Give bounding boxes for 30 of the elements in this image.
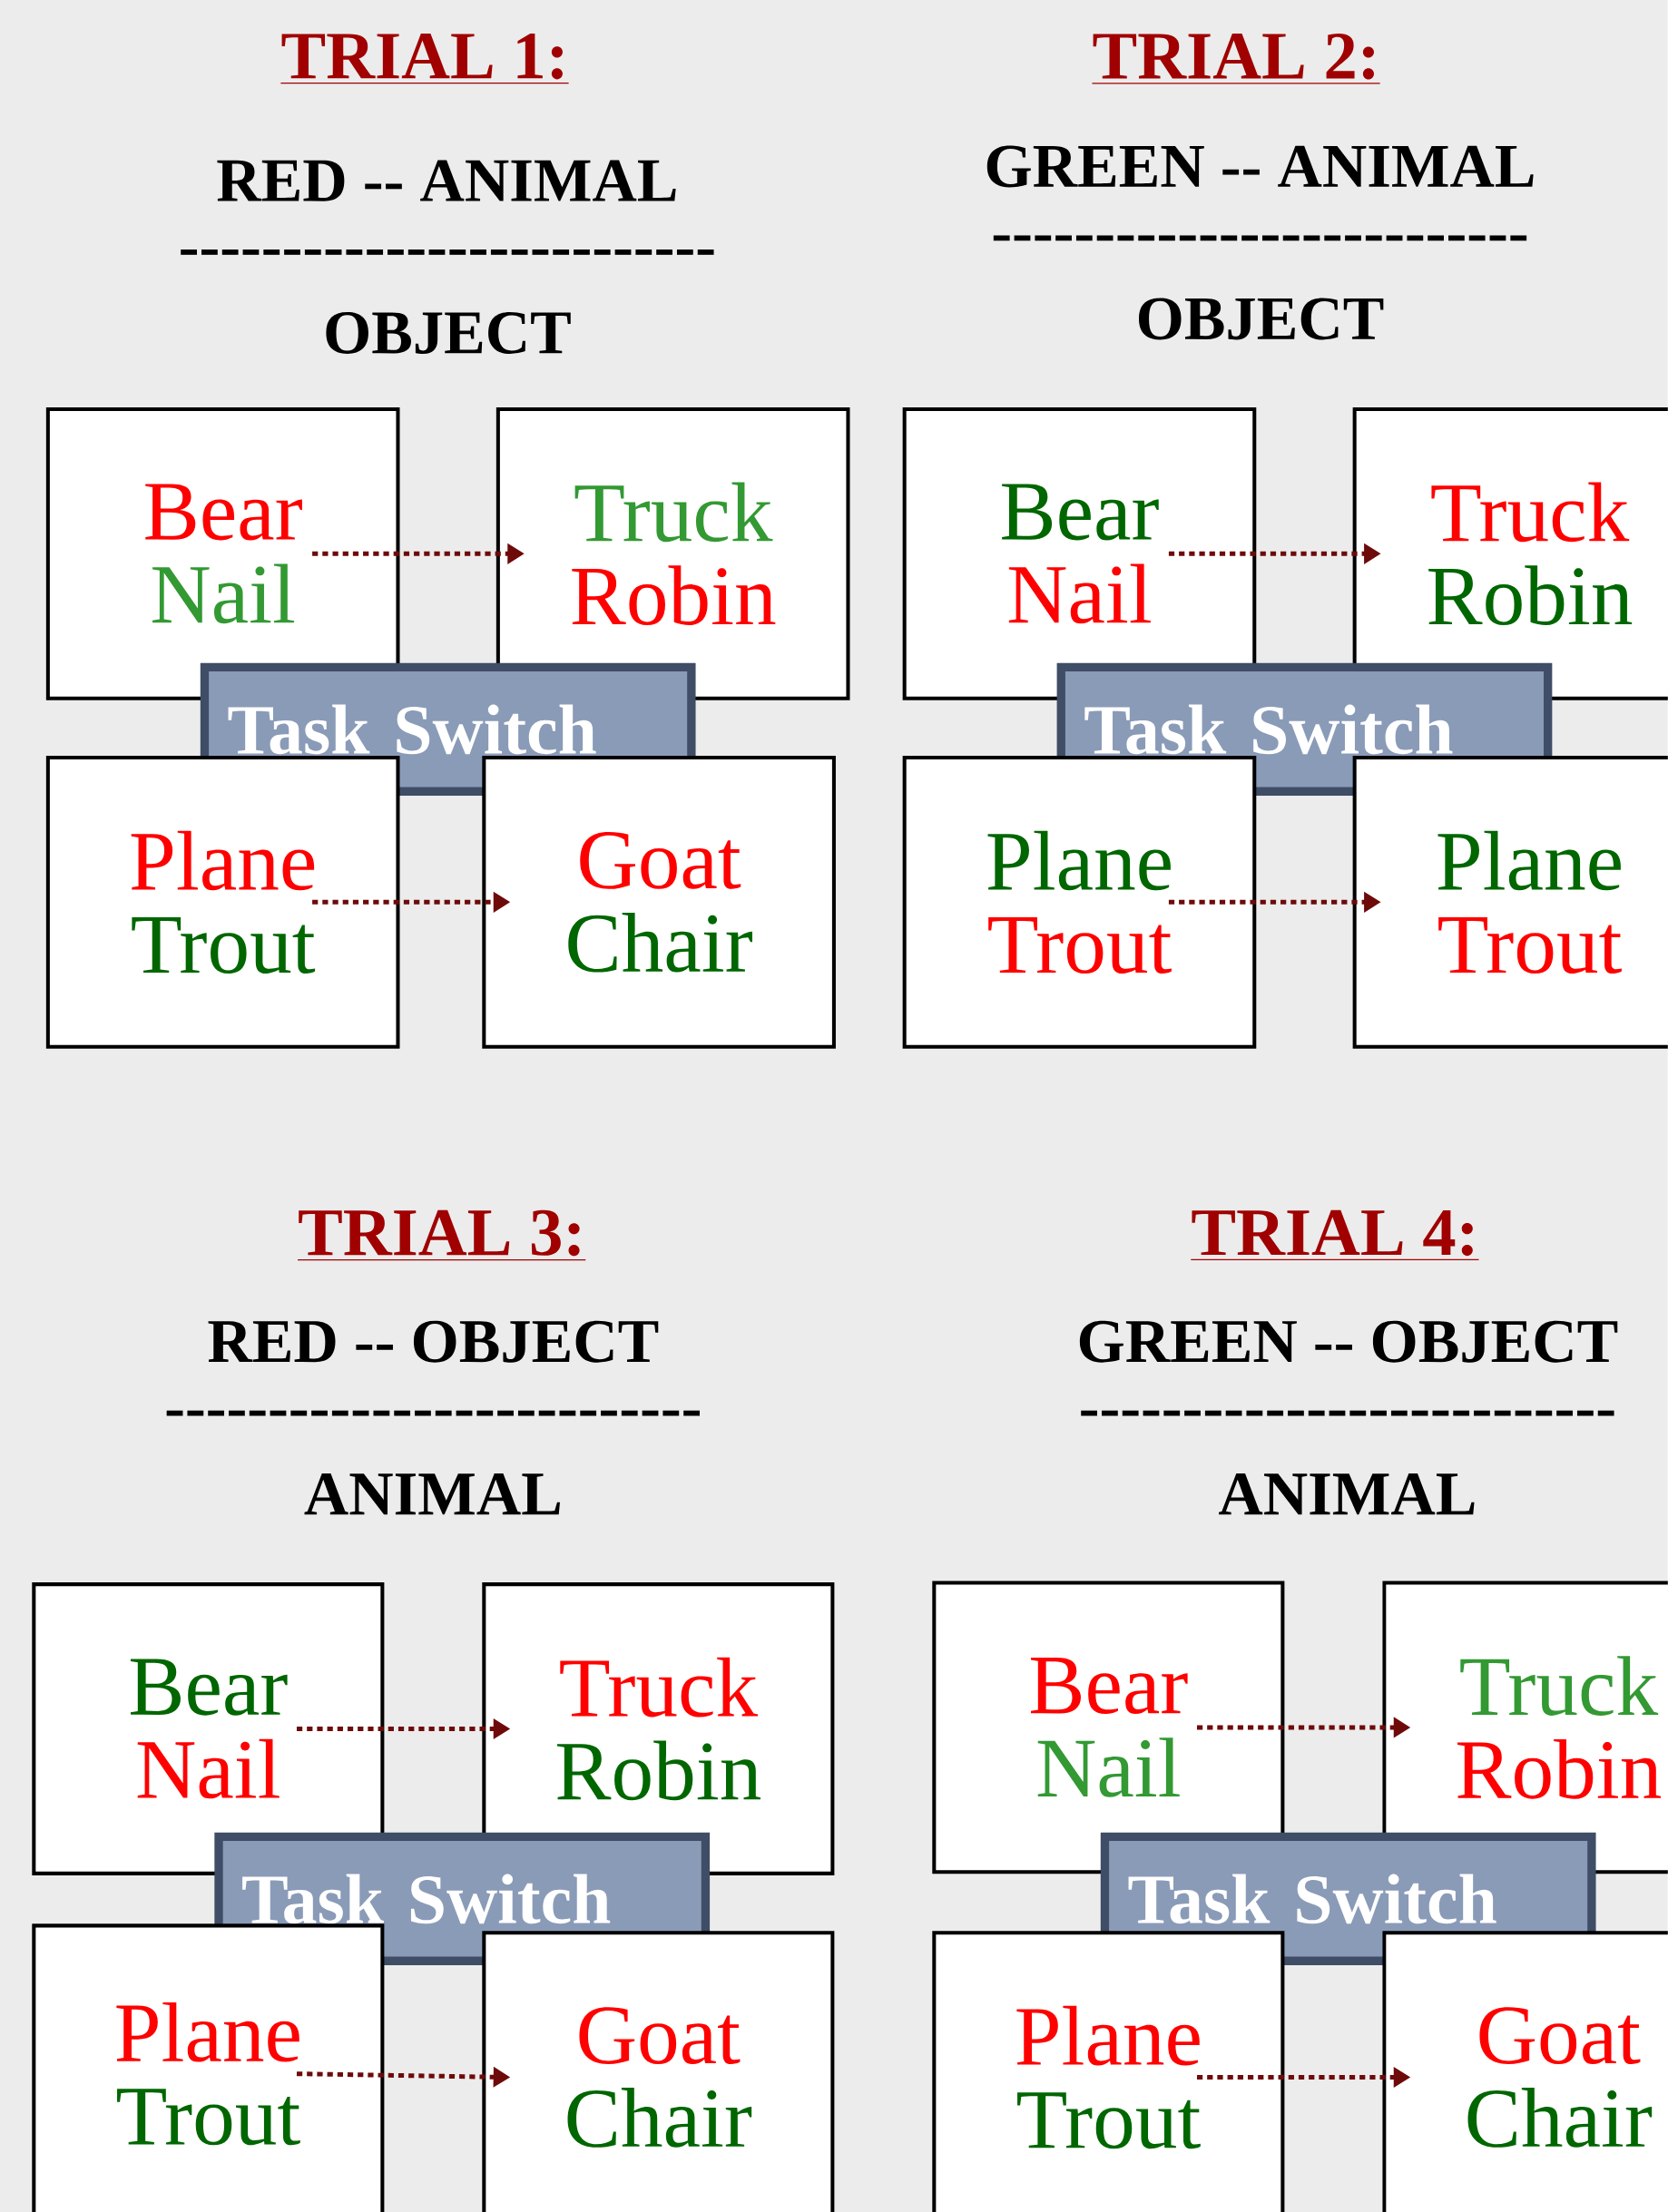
rule-text: GREEN -- OBJECT: [1079, 1320, 1618, 1363]
rule-text: OBJECT: [326, 311, 571, 354]
trial-heading: TRIAL 4:: [1190, 1209, 1480, 1261]
word-card: Plane Trout: [902, 755, 1257, 1049]
word-card: Plane Trout: [1352, 755, 1668, 1049]
dashed-rule: --------------------------: [1081, 1410, 1614, 1416]
word-card: Bear Nail: [932, 1581, 1285, 1874]
rule-text: ANIMAL: [1219, 1473, 1475, 1515]
word-card: Bear Nail: [45, 406, 400, 700]
trial-heading: TRIAL 3:: [297, 1209, 586, 1261]
rule-text: RED -- ANIMAL: [217, 160, 676, 201]
trial-heading: TRIAL 2:: [1091, 33, 1381, 84]
word-card: Goat Chair: [482, 1931, 835, 2212]
word-card: Truck Robin: [1382, 1581, 1668, 1874]
rule-text: ANIMAL: [304, 1473, 561, 1515]
word-card: Plane Trout: [45, 755, 400, 1049]
word-card: Plane Trout: [932, 1931, 1285, 2212]
word-card: Truck Robin: [1352, 406, 1668, 700]
rule-text: RED -- OBJECT: [208, 1320, 659, 1363]
rule-text: GREEN -- ANIMAL: [986, 145, 1534, 188]
word-card: Goat Chair: [482, 755, 837, 1049]
trial-heading: TRIAL 1:: [280, 34, 570, 84]
word-card: Plane Trout: [32, 1923, 385, 2212]
word-card: Truck Robin: [495, 406, 850, 700]
dashed-rule: --------------------------: [993, 235, 1527, 241]
word-card: Goat Chair: [1382, 1931, 1668, 2212]
dashed-rule: --------------------------: [181, 250, 714, 255]
word-card: Bear Nail: [902, 406, 1257, 700]
rule-text: OBJECT: [1139, 298, 1384, 340]
dashed-rule: --------------------------: [166, 1410, 701, 1416]
